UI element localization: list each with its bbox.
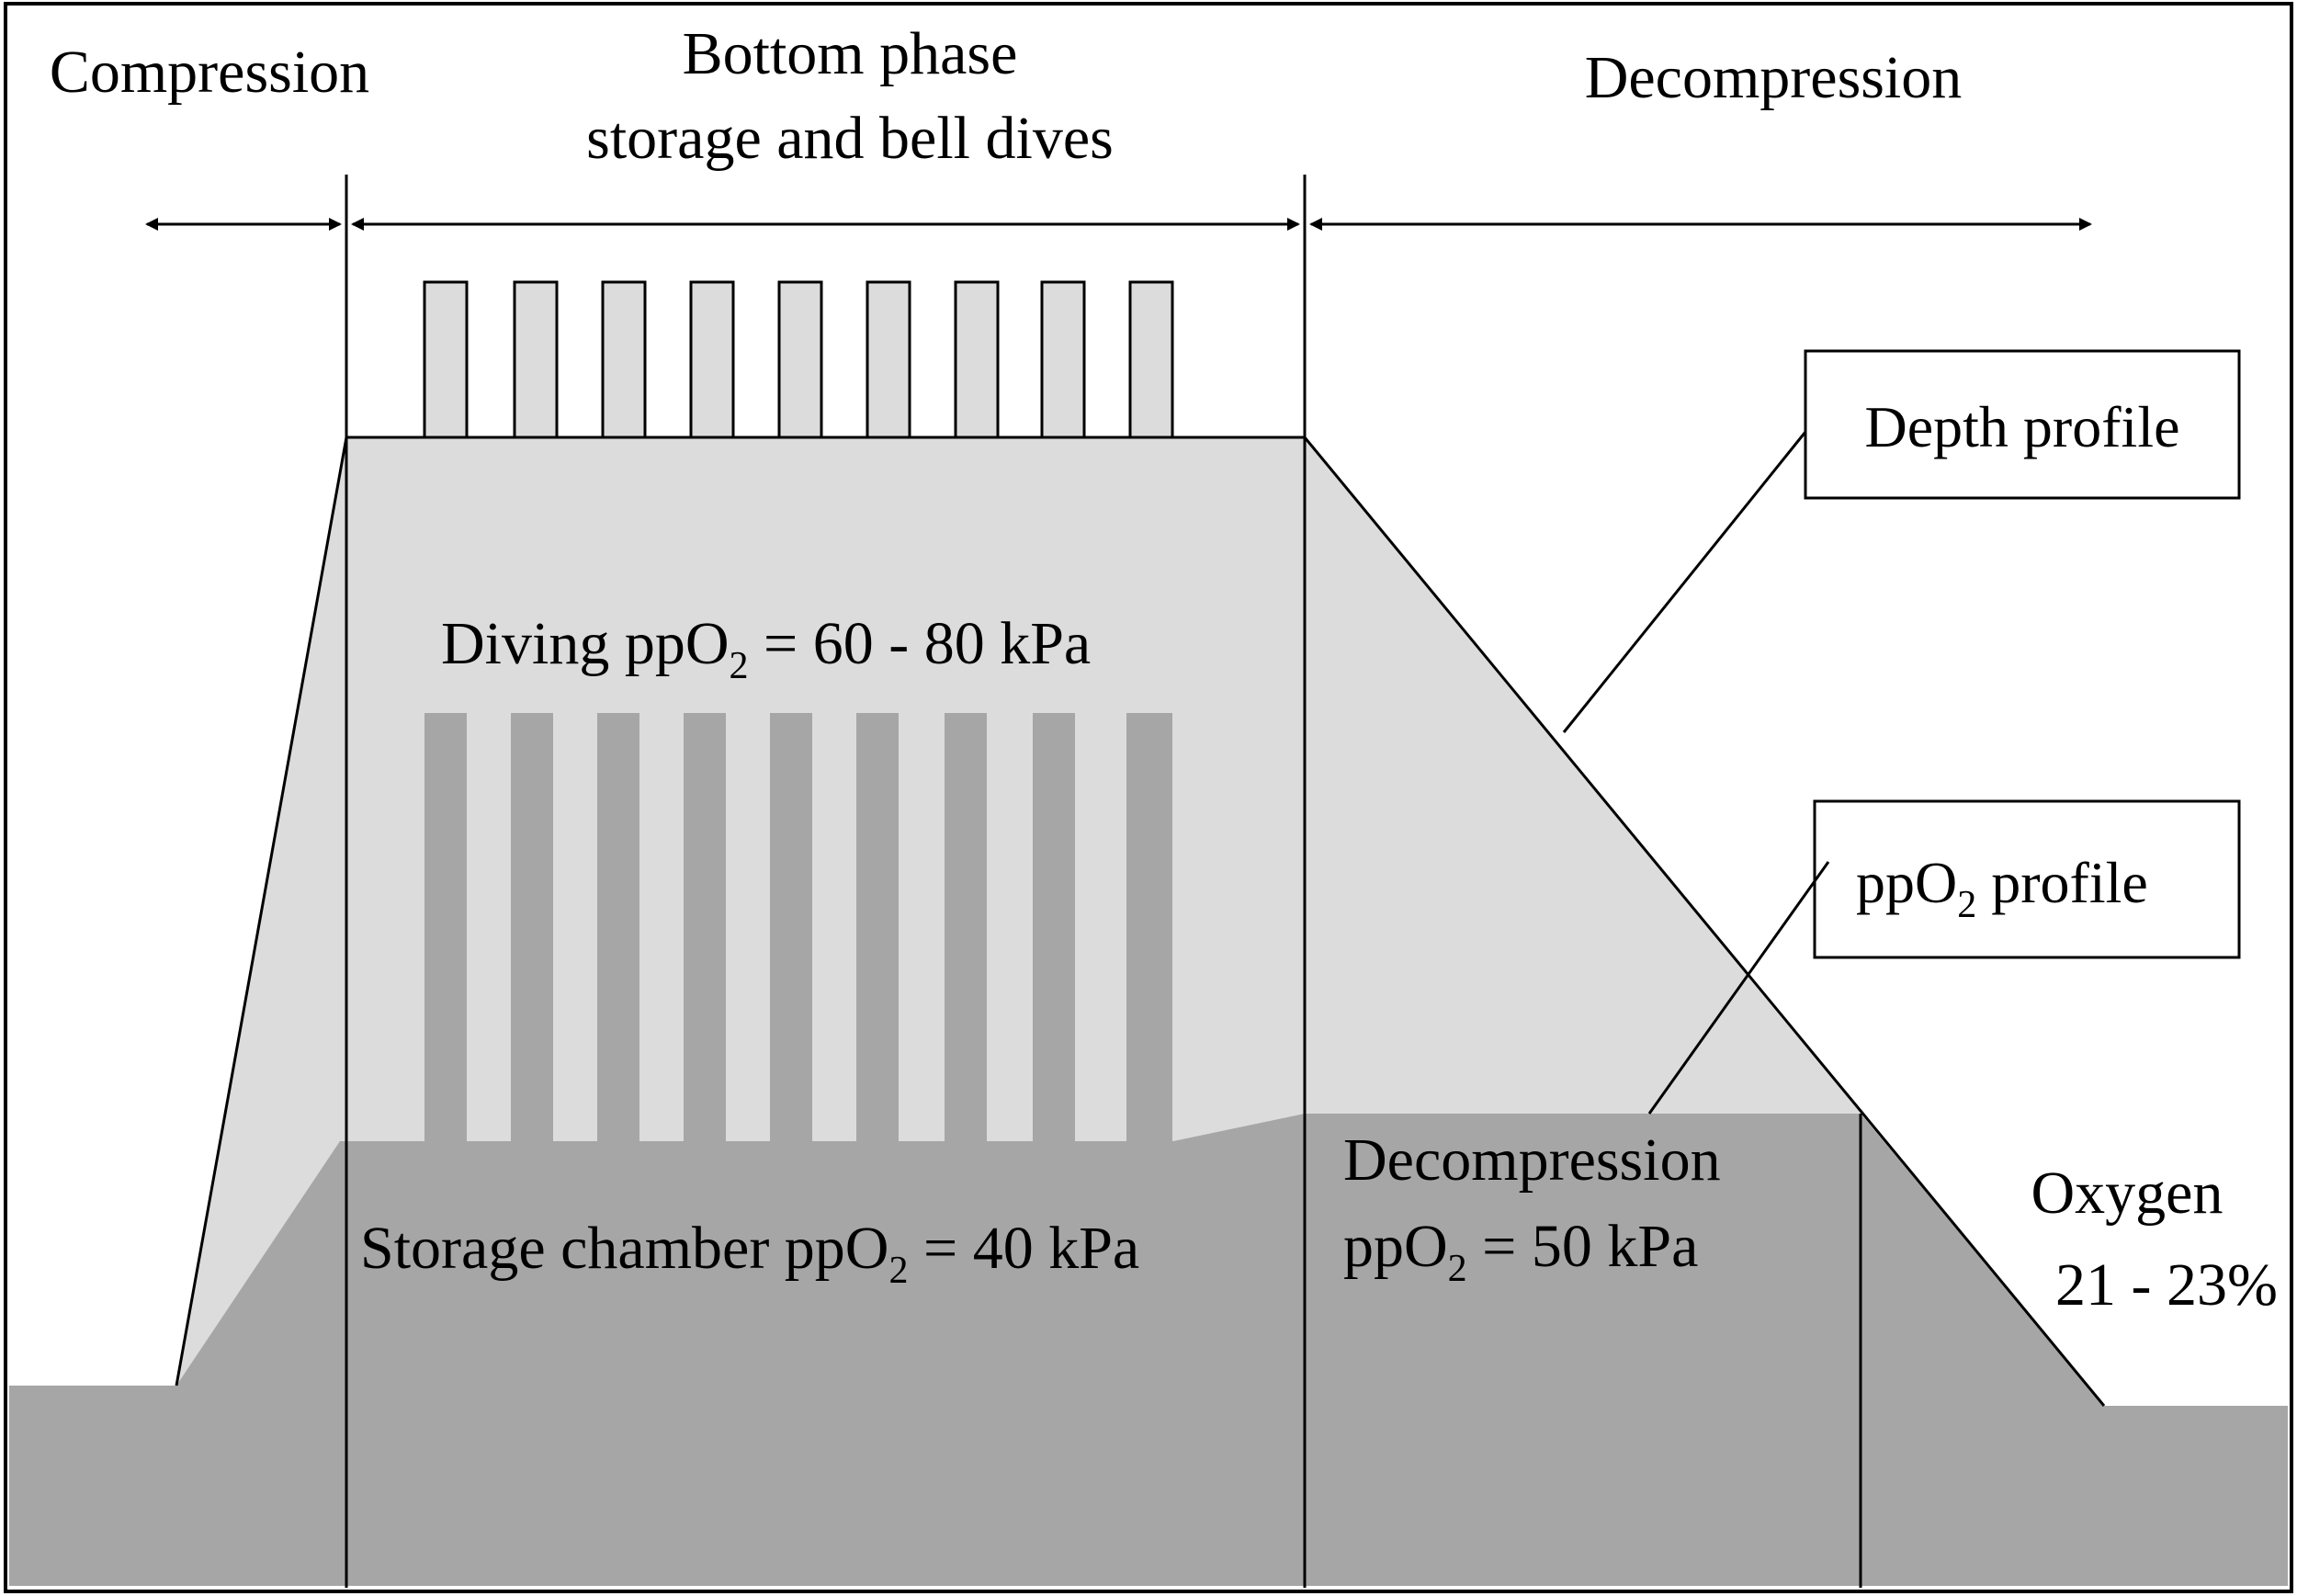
diving-ppo2-label: Diving ppO2 = 60 - 80 kPa [441,610,1091,687]
ppo2-profile-area [9,1114,2288,1586]
diving-ppo2-bar [1126,713,1172,1145]
bottom-phase-subheading: storage and bell dives [586,105,1114,172]
bell-dive-bar [689,280,735,439]
diving-ppo2-bar [1033,713,1075,1145]
compression-heading: Compression [50,39,369,106]
bell-dive-bar [954,280,1000,439]
depth-profile-legend-label: Depth profile [1865,394,2180,459]
diving-ppo2-bar [856,713,899,1145]
diving-ppo2-bar [511,713,553,1145]
ppo2-profile-legend-label: ppO2 profile [1856,850,2148,926]
bell-dive-bar [866,280,911,439]
bell-dive-bar [423,280,469,439]
diagram-frame [4,2,2293,1593]
decompression-ppo2-label: ppO2 = 50 kPa [1343,1213,1698,1290]
diving-ppo2-bar [770,713,812,1145]
depth-profile-legend-box [1804,349,2241,500]
diving-ppo2-bar [945,713,987,1145]
decompression-ppo2-title: Decompression [1343,1126,1721,1194]
bell-dive-bar [777,280,823,439]
bell-dive-excursions [423,280,1174,439]
depth-profile-line [175,436,2106,1407]
diving-ppo2-bar [684,713,726,1145]
ppo2-profile-legend-box [1813,799,2241,959]
storage-chamber-ppo2-label: Storage chamber ppO2 = 40 kPa [360,1215,1139,1292]
bottom-phase-heading: Bottom phase [683,20,1018,87]
depth-profile-leader-line [1562,431,1807,733]
oxygen-percentage: 21 - 23% [2055,1251,2278,1319]
oxygen-label: Oxygen [2031,1160,2223,1227]
diving-ppo2-bar [424,713,467,1145]
decompression-heading: Decompression [1585,44,1963,111]
diving-ppo2-bars [424,713,1172,1145]
ppo2-profile-leader-line [1647,861,1830,1115]
bell-dive-bar [1128,280,1174,439]
bell-dive-bar [601,280,647,439]
diving-ppo2-bar [597,713,639,1145]
bell-dive-bar [513,280,559,439]
bell-dive-bar [1040,280,1086,439]
